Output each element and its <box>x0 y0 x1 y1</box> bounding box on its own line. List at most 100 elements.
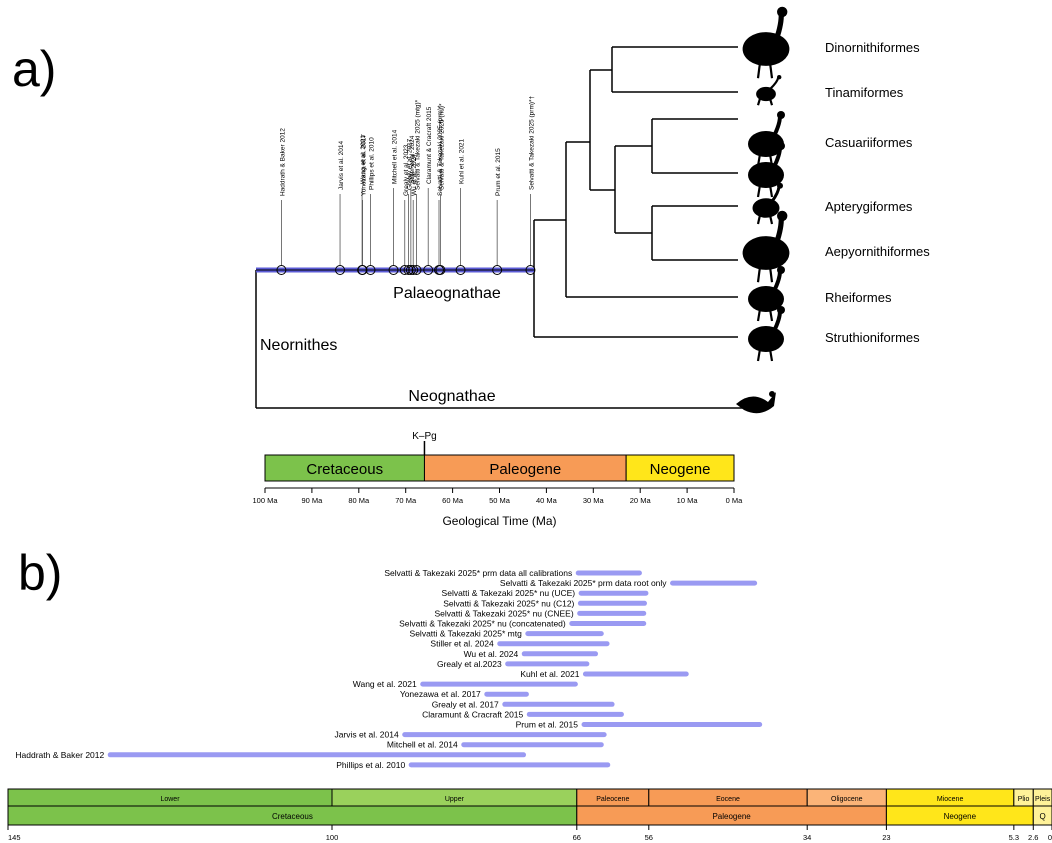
axis-tick-label: 5.3 <box>1009 833 1019 842</box>
interval-label: Selvatti & Takezaki 2025* nu (C12) <box>443 598 574 608</box>
phylogenetic-tree <box>255 46 758 409</box>
interval-label: Stiller et al. 2024 <box>430 639 494 649</box>
elephant-bird-silhouette-icon <box>742 210 790 283</box>
ostrich-silhouette-icon <box>748 306 785 362</box>
axis-tick-label: 34 <box>803 833 811 842</box>
taxon-label: Rheiformes <box>825 290 892 305</box>
epoch-label: Paleocene <box>596 796 629 803</box>
taxon-label: Casuariiformes <box>825 135 913 150</box>
axis-tick-label: 100 Ma <box>252 496 278 505</box>
interval-label: Jarvis et al. 2014 <box>334 730 399 740</box>
estimate-marker <box>492 265 503 275</box>
emu-silhouette-icon <box>748 111 785 167</box>
axis-tick-label: 66 <box>573 833 581 842</box>
interval-label: Phillips et al. 2010 <box>336 760 405 770</box>
axis-tick-label: 145 <box>8 833 21 842</box>
interval-label: Selvatti & Takezaki 2025* prm data all c… <box>384 568 572 578</box>
estimate-label: Haddrath & Baker 2012 <box>279 128 286 196</box>
estimate-label: Prum et al. 2015 <box>495 148 502 196</box>
axis-tick-label: 20 Ma <box>630 496 652 505</box>
interval-label: Wang et al. 2021 <box>353 679 417 689</box>
epoch-label: Plio <box>1018 796 1030 803</box>
taxon-label: Dinornithiformes <box>825 40 920 55</box>
panel-a-label: a) <box>12 41 56 97</box>
interval-label: Selvatti & Takezaki 2025* mtg <box>410 629 523 639</box>
taxon-label: Apterygiformes <box>825 199 913 214</box>
estimate-marker <box>276 265 287 275</box>
interval-label: Grealy et al.2023 <box>437 659 502 669</box>
interval-label: Selvatti & Takezaki 2025* nu (CNEE) <box>434 608 573 618</box>
clade-label-neognathae: Neognathae <box>408 388 495 405</box>
estimate-label: Selvatti & Takezaki 2025 (mtg)* <box>414 99 421 190</box>
axis-title: Geological Time (Ma) <box>442 514 556 528</box>
estimate-label: Mitchell et al. 2014 <box>392 129 399 184</box>
axis-tick-label: 2.6 <box>1028 833 1038 842</box>
epoch-label: Miocene <box>937 796 964 803</box>
estimate-marker <box>525 265 536 275</box>
axis-tick-label: 10 Ma <box>677 496 699 505</box>
estimate-marker <box>335 265 346 275</box>
epoch-label: Pleis <box>1035 796 1051 803</box>
estimate-marker <box>435 265 446 275</box>
axis-tick-label: 0 Ma <box>726 496 744 505</box>
period-label: Paleogene <box>712 812 751 821</box>
axis-tick-label: 80 Ma <box>348 496 370 505</box>
axis-tick-label: 0 <box>1048 833 1052 842</box>
estimate-label: Stiller et al. 2024 <box>409 135 416 184</box>
interval-label: Claramunt & Cracraft 2015 <box>422 709 523 719</box>
period-box <box>1032 805 1052 826</box>
estimate-marker <box>408 265 419 275</box>
estimate-label: Selvatti & Takezaki 2025 (prm)* <box>437 105 444 196</box>
estimate-marker <box>423 265 434 275</box>
period-box <box>625 454 735 482</box>
estimate-label: Selvatti & Takezaki 2025 (prm)*† <box>528 95 535 190</box>
estimate-marker <box>411 265 422 275</box>
taxon-label: Aepyornithiformes <box>825 244 930 259</box>
period-label: Neogene <box>944 812 977 821</box>
axis-tick-label: 100 <box>326 833 339 842</box>
clade-label-neornithes: Neornithes <box>260 337 337 354</box>
interval-label: Kuhl et al. 2021 <box>520 669 579 679</box>
estimate-label: Selvatti & Takezaki 2025 (nu)* <box>438 103 445 190</box>
palaeognath-stem: Haddrath & Baker 2012 Jarvis et al. 2014 W… <box>256 95 536 275</box>
axis-tick-label: 30 Ma <box>583 496 605 505</box>
epoch-label: Oligocene <box>831 796 863 803</box>
axis-tick-label: 23 <box>882 833 890 842</box>
estimate-marker <box>388 265 399 275</box>
panel-b-label: b) <box>18 545 62 601</box>
estimate-marker <box>455 265 466 275</box>
interval-label: Wu et al. 2024 <box>464 649 519 659</box>
rooster-silhouette-icon <box>736 391 776 414</box>
axis-tick-label: 70 Ma <box>395 496 417 505</box>
interval-label: Selvatti & Takezaki 2025* prm data root … <box>500 578 667 588</box>
estimate-marker <box>403 265 414 275</box>
period-box <box>264 454 425 482</box>
estimate-marker <box>357 265 368 275</box>
estimate-label: Jarvis et al. 2014 <box>338 140 345 190</box>
epoch-label: Eocene <box>716 796 740 803</box>
taxon-label: Tinamiformes <box>825 85 904 100</box>
estimate-marker <box>405 265 416 275</box>
estimate-label: Yonezawa et al. 2017 <box>361 134 368 196</box>
axis-tick-label: 60 Ma <box>442 496 464 505</box>
estimate-marker <box>365 265 376 275</box>
interval-label: Grealy et al. 2017 <box>432 699 499 709</box>
axis-tick-label: 40 Ma <box>536 496 558 505</box>
estimate-label: Claramunt & Cracraft 2015 <box>426 106 433 184</box>
interval-label: Selvatti & Takezaki 2025* nu (concatenat… <box>399 619 566 629</box>
estimate-label: Kuhl et al. 2021 <box>459 138 466 184</box>
taxon-label: Struthioniformes <box>825 330 920 345</box>
moa-silhouette-icon <box>742 6 790 79</box>
period-label: Cretaceous <box>306 461 383 478</box>
estimate-label: Phillips et al. 2010 <box>369 137 376 190</box>
interval-label: Prum et al. 2015 <box>516 720 579 730</box>
kiwi-silhouette-icon <box>752 182 783 225</box>
taxa-column: DinornithiformesTinamiformesCasuariiform… <box>736 6 930 414</box>
tinamou-silhouette-icon <box>756 74 782 106</box>
estimate-label: Wang et al. 2021 <box>360 135 367 184</box>
clade-label-palaeognathae: Palaeognathae <box>393 285 501 302</box>
estimate-marker <box>399 265 410 275</box>
